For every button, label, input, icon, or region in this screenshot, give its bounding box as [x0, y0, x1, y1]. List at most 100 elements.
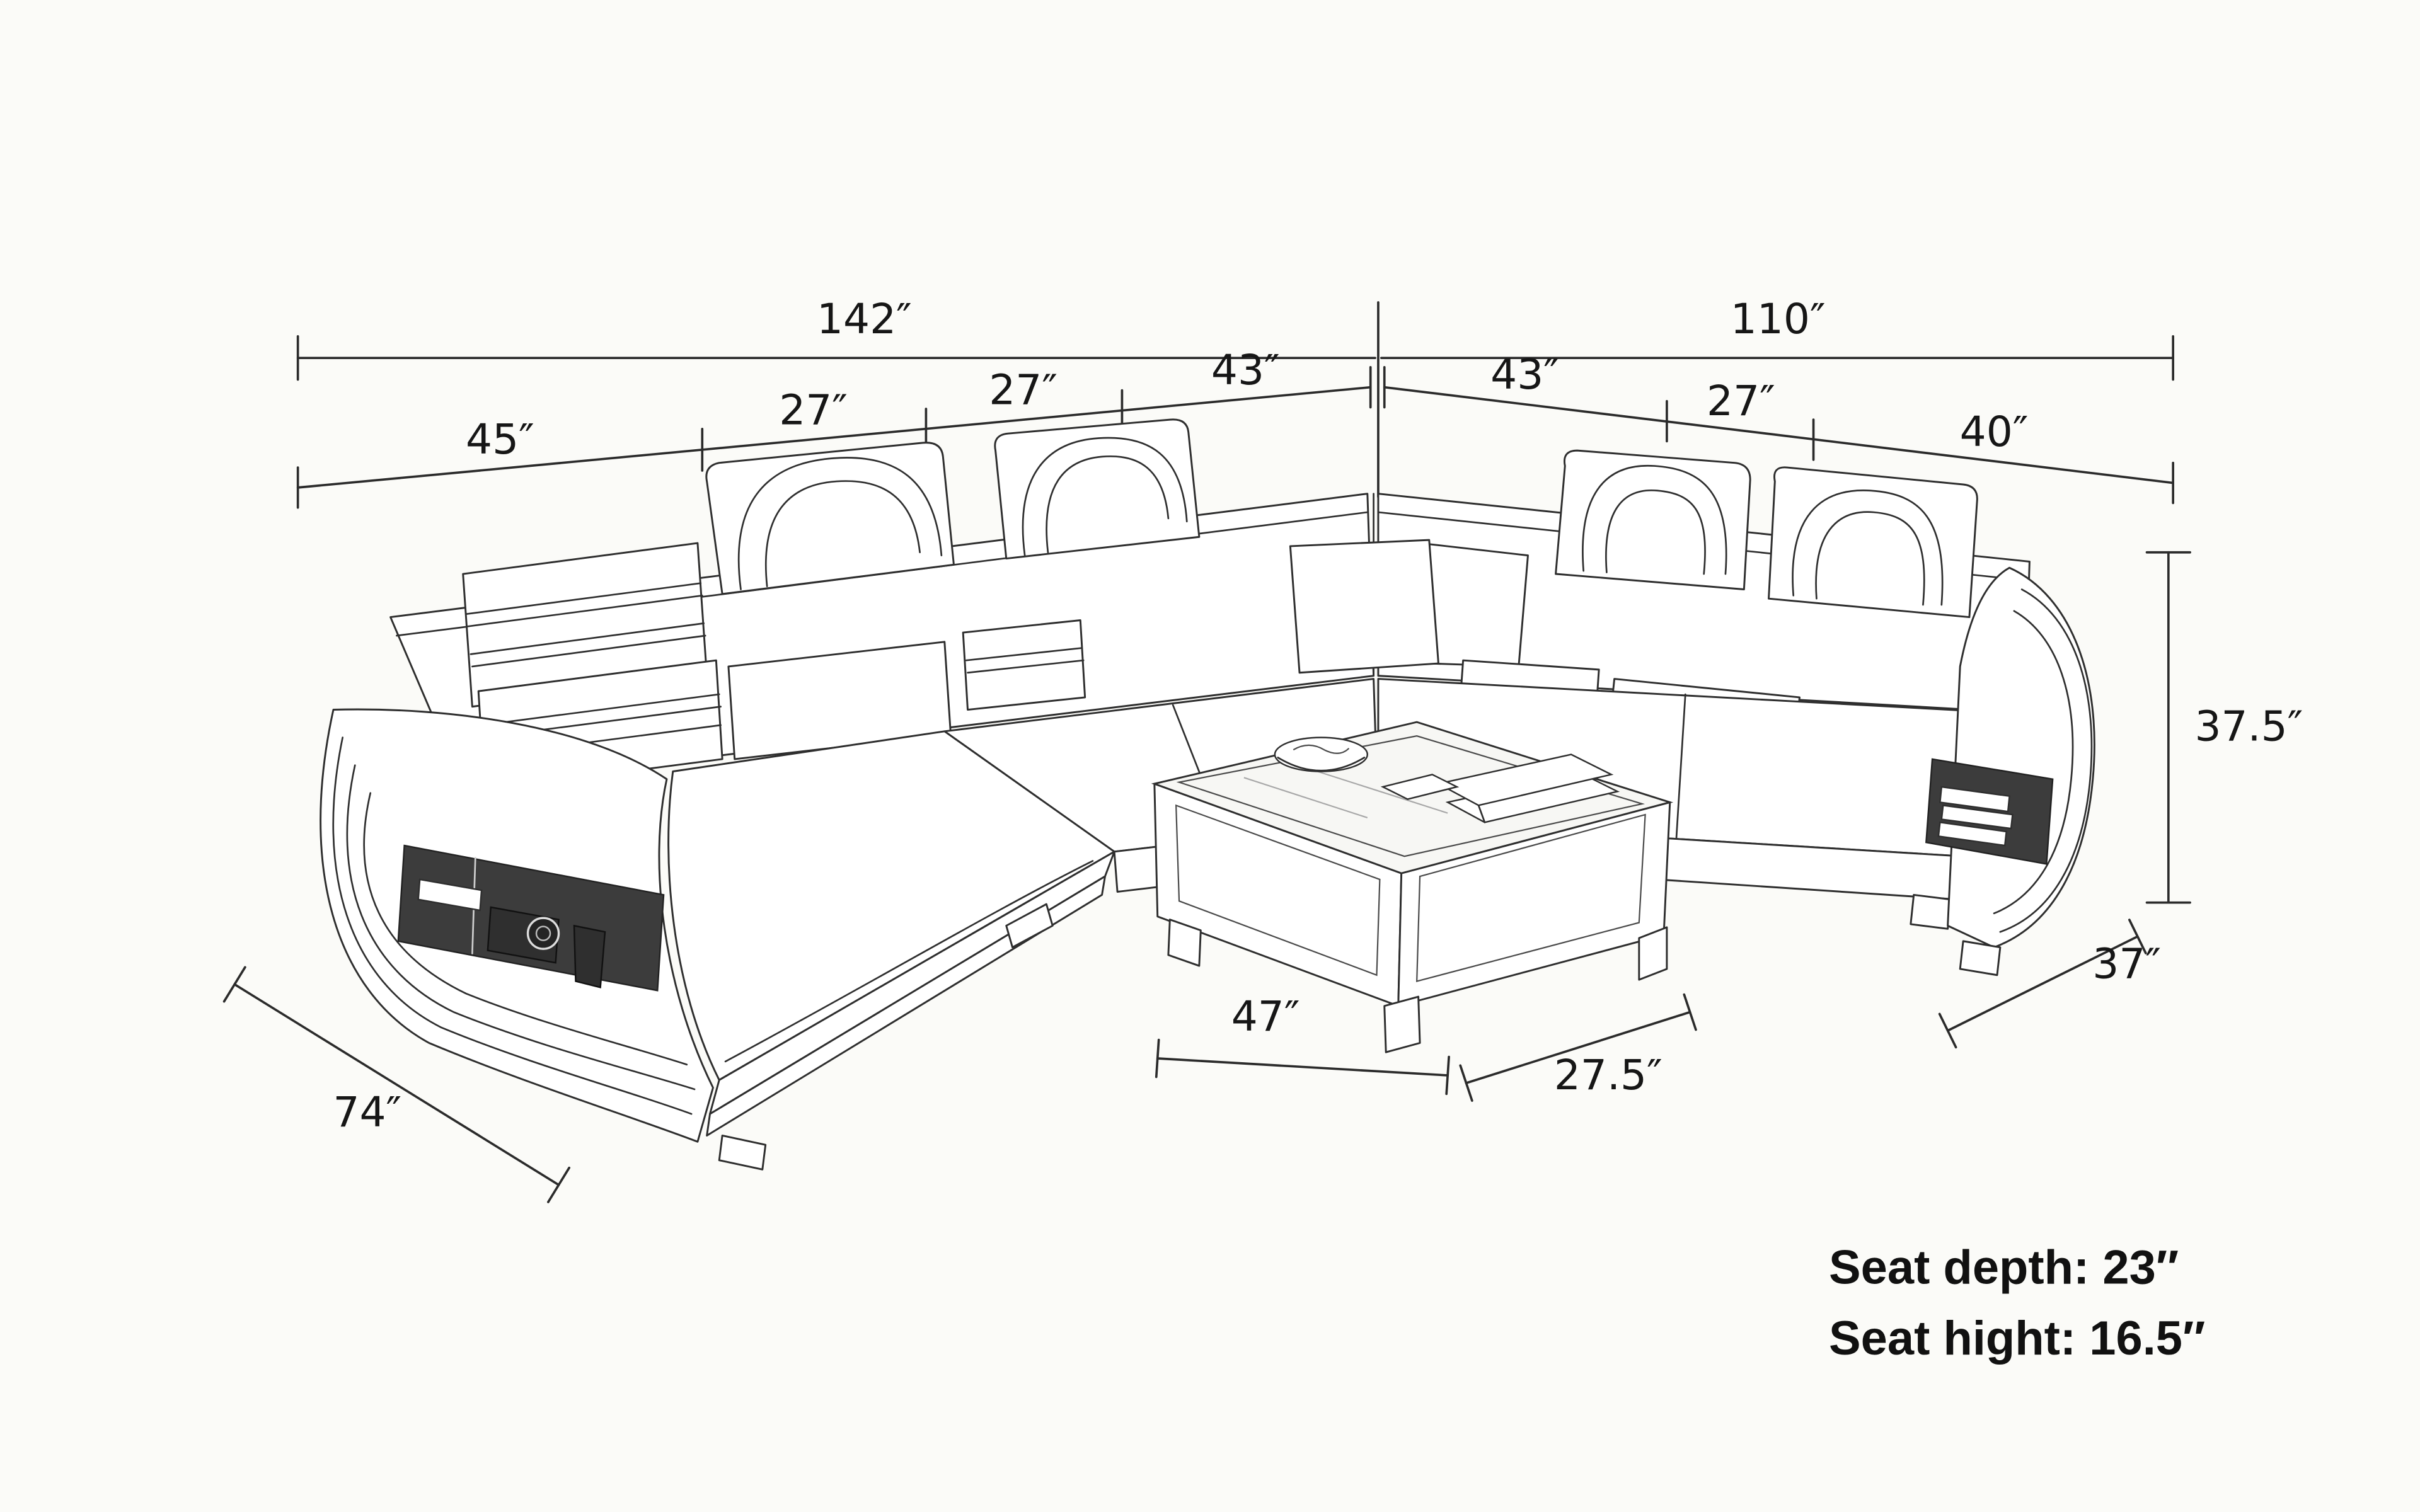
dim-tick: [222, 966, 246, 1003]
stripe-line: [363, 792, 688, 1066]
dim-tick: [547, 1166, 571, 1203]
dim-line: [233, 983, 560, 1186]
table-panel-inset: [1175, 804, 1381, 976]
dim-tick: [1938, 1012, 1957, 1049]
sofa-foot: [1005, 903, 1054, 949]
lumbar-pillow-left-small: [962, 619, 1086, 711]
headrest-left-1: [705, 442, 955, 595]
dim-right-segments: 43″ 27″ 40″: [1383, 350, 2174, 505]
dim-seg-43r-label: 43″: [1490, 350, 1559, 399]
stripe-line: [965, 647, 1083, 662]
dim-tick: [1155, 1038, 1160, 1079]
dim-seg-27a-label: 27″: [779, 386, 848, 434]
decor-bowl: [1274, 736, 1369, 772]
sofa-foot: [1959, 940, 2002, 976]
dim-tick: [1683, 993, 1697, 1031]
headrest-band-line: [1046, 455, 1170, 554]
sofa-foot: [718, 1134, 767, 1171]
dim-line: [1465, 1011, 1691, 1085]
dim-left-total-label: 142″: [817, 295, 912, 343]
headrest-band-line: [737, 457, 943, 590]
table-foot: [1167, 919, 1202, 967]
table-panel-inset: [1416, 813, 1646, 982]
headrest-left-2: [994, 418, 1201, 559]
dim-table-depth: 27.5″: [1459, 993, 1697, 1102]
stripe-line: [480, 693, 720, 726]
headrest-body: [994, 418, 1201, 559]
dim-seg-27b-label: 27″: [989, 366, 1057, 415]
dim-table-length-label: 47″: [1231, 992, 1300, 1041]
table-foot: [1638, 926, 1668, 981]
seat-depth-note: Seat depth: 23″: [1829, 1241, 2179, 1295]
tray: [1380, 774, 1460, 800]
stripe-line: [470, 622, 705, 655]
right-arm: [1925, 566, 2095, 976]
headrest-band-line: [1815, 511, 1925, 606]
dim-right-arm-depth: 37″: [1938, 919, 2161, 1049]
dim-line: [296, 386, 1372, 489]
stripe-line: [967, 659, 1085, 674]
headrest-right-1: [1555, 449, 1751, 590]
book-in-shelf: [1937, 821, 2008, 847]
camera-strap: [573, 924, 606, 988]
glass-reflection: [1243, 777, 1368, 819]
left-arm: [320, 708, 714, 1143]
bowl-contents: [1293, 744, 1350, 754]
headrest-right-2: [1768, 466, 1978, 619]
corner-pillow: [1289, 539, 1439, 674]
dim-right-total-label: 110″: [1731, 295, 1826, 343]
stripe-line: [1999, 588, 2093, 933]
stripe-line: [471, 634, 706, 668]
dim-table-length: 47″: [1155, 992, 1450, 1096]
stripe-line: [1993, 610, 2074, 915]
book-in-shelf: [417, 878, 483, 912]
chaise-seam: [724, 860, 1094, 1063]
headrest-body: [705, 442, 955, 595]
coffee-table: [1151, 721, 1674, 1053]
dim-tick: [2128, 919, 2147, 954]
chaise-base-strip: [706, 875, 1106, 1137]
chaise: [667, 730, 1115, 1171]
book-in-shelf: [1940, 804, 2014, 830]
headrest-band-line: [1792, 490, 1944, 606]
book-in-shelf: [1939, 786, 2010, 813]
stripe-line: [346, 764, 696, 1091]
dim-seg-43-label: 43″: [1211, 346, 1280, 394]
camera-lens-icon: [526, 917, 560, 950]
camera-lens-inner: [535, 925, 551, 941]
dim-line: [1383, 386, 2174, 484]
back-cushion-far-left: [462, 542, 708, 708]
table-foot: [1383, 995, 1421, 1053]
dim-tick: [1445, 1055, 1450, 1096]
headrest-body: [1768, 466, 1978, 619]
seat-height-note: Seat hight: 16.5″: [1829, 1312, 2205, 1365]
dim-seg-45-label: 45″: [466, 415, 534, 464]
dim-right-total: 110″: [1380, 295, 2174, 381]
bowl-body: [1277, 757, 1366, 772]
dim-right-arm-depth-label: 37″: [2092, 940, 2161, 988]
dim-seg-40r-label: 40″: [1960, 408, 2029, 456]
dim-line: [1156, 1057, 1449, 1077]
sofa-foot: [1910, 893, 1952, 930]
headrest-band-line: [1022, 437, 1188, 556]
dim-table-depth-label: 27.5″: [1554, 1051, 1662, 1099]
dim-tick: [1459, 1064, 1473, 1102]
dim-left-segments: 45″ 27″ 27″ 43″: [296, 346, 1372, 509]
dim-back-height-label: 37.5″: [2194, 702, 2303, 751]
book-edge: [1477, 805, 1486, 823]
stripe-line: [332, 736, 693, 1115]
pillow-body: [962, 619, 1086, 711]
stripe-line: [465, 582, 702, 616]
dim-left-total: 142″: [296, 295, 1376, 381]
dim-chaise-length-label: 74″: [333, 1088, 401, 1137]
dim-chaise-length: 74″: [222, 966, 571, 1203]
headrest-body: [1555, 449, 1751, 590]
headrest-band-line: [764, 480, 921, 587]
notes-block: Seat depth: 23″ Seat hight: 16.5″: [1829, 1241, 2205, 1366]
stripe-line: [466, 594, 703, 627]
chaise-seat-top: [667, 730, 1115, 1081]
dim-seg-27r-label: 27″: [1707, 377, 1775, 425]
bowl-rim: [1274, 736, 1369, 772]
